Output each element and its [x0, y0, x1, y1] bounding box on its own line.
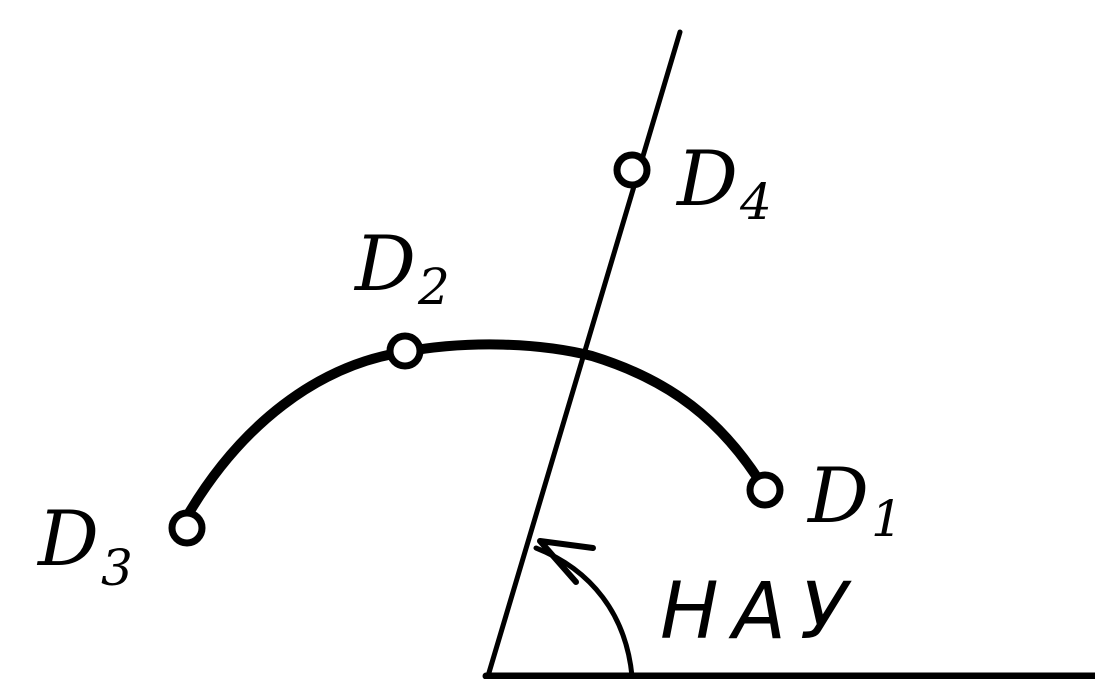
angle-label: НАУ [660, 567, 862, 657]
point-d2-subscript: 2 [417, 258, 450, 316]
point-d1-subscript: 1 [871, 490, 903, 548]
point-d1-label: D1 [806, 451, 903, 548]
point-d4-letter: D [675, 134, 738, 223]
point-d2-letter: D [353, 219, 416, 308]
point-d3-marker [168, 509, 206, 547]
point-d3-letter: D [36, 494, 99, 583]
point-d3-label: D3 [36, 494, 133, 597]
point-d4-label: D4 [675, 134, 772, 231]
point-d4-marker [613, 151, 651, 189]
point-d1-marker [746, 471, 784, 509]
angle-arc [533, 545, 635, 679]
point-d2-marker [386, 332, 424, 370]
point-d3-subscript: 3 [101, 539, 133, 597]
arc-path [181, 339, 769, 523]
angle-arrowhead [537, 538, 596, 585]
point-d4-subscript: 4 [739, 173, 772, 231]
point-d1-letter: D [806, 451, 869, 540]
point-d2-label: D2 [353, 219, 450, 316]
